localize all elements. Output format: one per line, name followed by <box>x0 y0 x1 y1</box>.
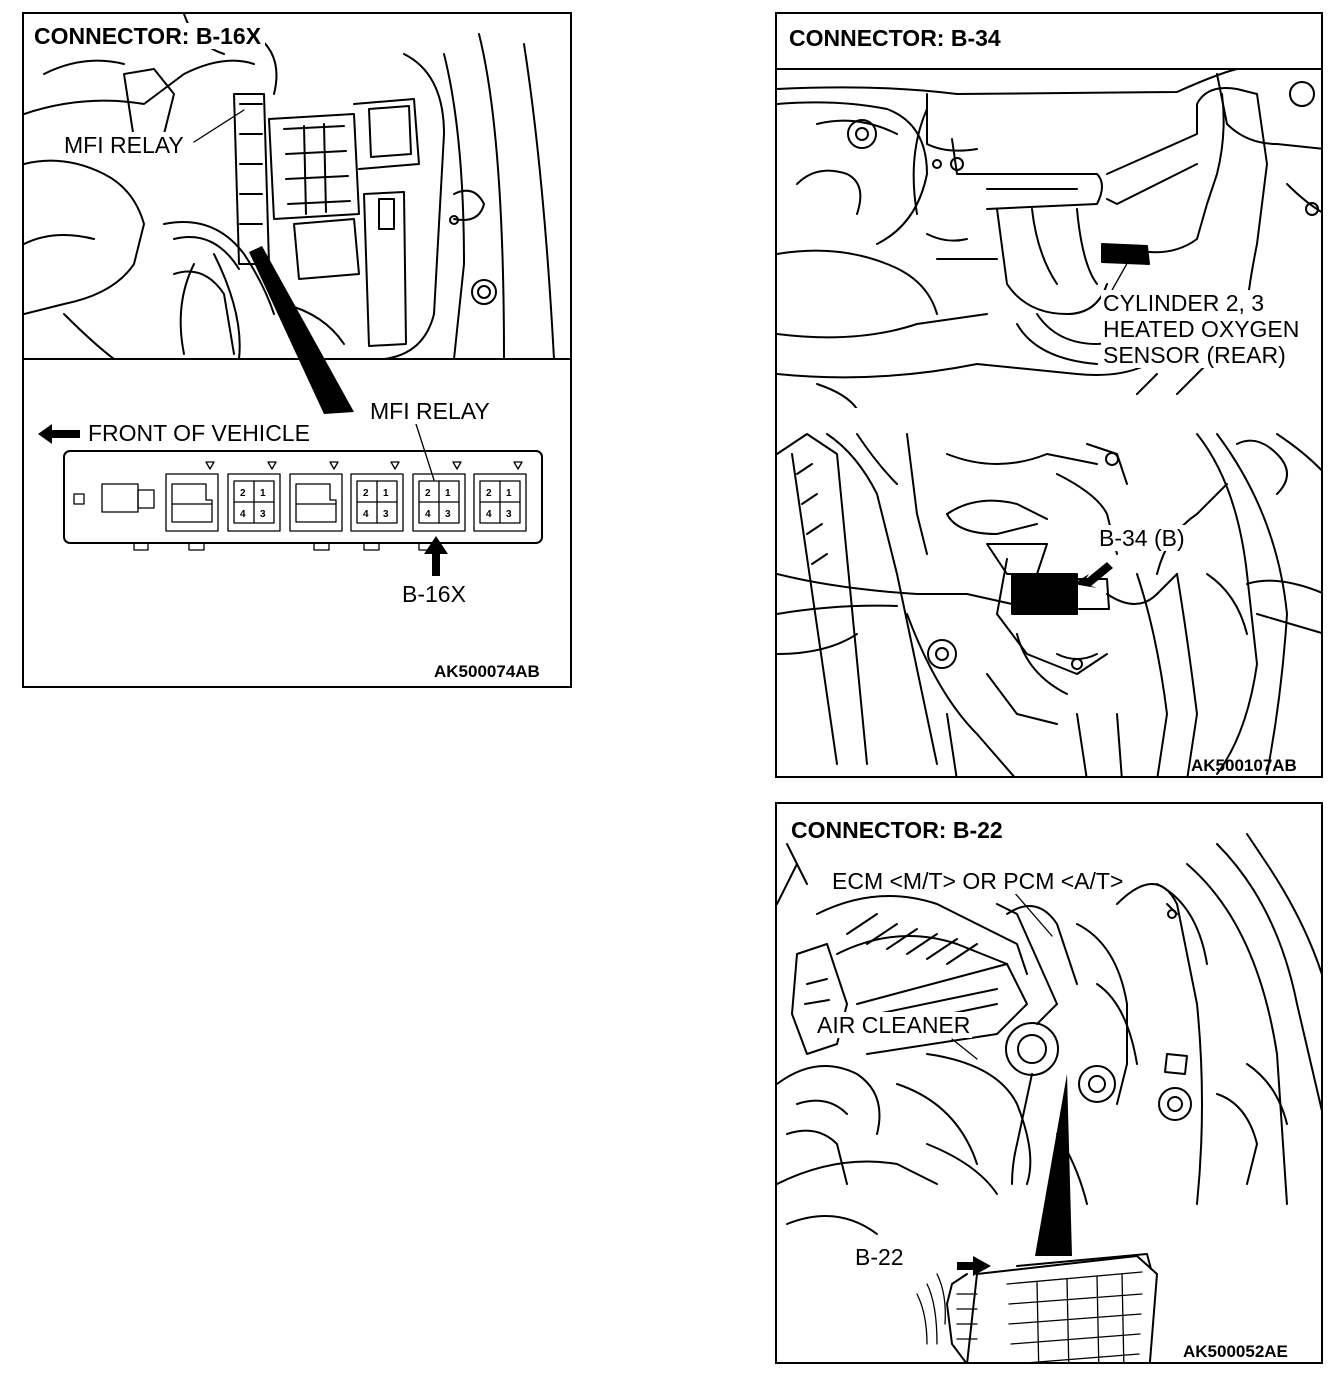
figure-code: AK500074AB <box>434 662 540 681</box>
front-arrow-icon <box>38 424 80 444</box>
label-mfi-relay-bottom: MFI RELAY <box>368 398 492 424</box>
relay-module: 2 1 4 3 <box>473 461 527 532</box>
label-front-of-vehicle: FRONT OF VEHICLE <box>86 420 312 446</box>
pin-number: 4 <box>486 509 492 520</box>
figure-code: AK500052AE <box>1183 1342 1288 1361</box>
relay-marker-icon <box>267 461 277 470</box>
relay-box-tab <box>73 493 85 505</box>
label-mfi-relay-top: MFI RELAY <box>62 132 186 158</box>
relay-marker-icon <box>329 461 339 470</box>
relay-module: 2 1 4 3 <box>350 461 404 532</box>
exhaust-sketch-lower <box>777 433 1321 776</box>
panel-title: CONNECTOR: B-16X <box>30 23 266 49</box>
pin-number: 3 <box>506 509 512 520</box>
label-oxygen-sensor: CYLINDER 2, 3 HEATED OXYGEN SENSOR (REAR… <box>1101 290 1302 368</box>
pin-number: 1 <box>383 488 389 499</box>
figure-code: AK500107AB <box>1191 756 1297 775</box>
relay-marker-icon <box>513 461 523 470</box>
relay-box-outline <box>63 450 543 544</box>
relay-box-feet <box>133 542 435 551</box>
relay-modules: 2 1 4 3 2 1 4 3 2 1 4 3 2 1 4 3 <box>165 461 527 532</box>
pin-number: 3 <box>383 509 389 520</box>
oxygen-sensor-illustration <box>777 68 1321 776</box>
pin-number: 3 <box>260 509 266 520</box>
panel-connector-b22: CONNECTOR: B-22 ECM <M/T> OR PCM <A/T> A… <box>775 802 1323 1364</box>
panel-title: CONNECTOR: B-34 <box>785 25 1005 51</box>
engine-bay-sketch <box>24 14 570 360</box>
pin-number: 1 <box>445 488 451 499</box>
b22-arrow-icon <box>957 1256 991 1276</box>
ecm-pointer-wedge <box>1035 1074 1072 1256</box>
pin-number: 2 <box>240 488 246 499</box>
label-connector-b16x: B-16X <box>400 581 468 607</box>
pin-number: 4 <box>363 509 369 520</box>
label-connector-b22: B-22 <box>853 1244 906 1270</box>
relay-marker-icon <box>390 461 400 470</box>
relay-top-leader <box>193 109 245 143</box>
b34-arrow-icon <box>1073 562 1113 588</box>
panel-title: CONNECTOR: B-22 <box>787 817 1007 843</box>
air-cleaner-leader <box>951 1038 978 1060</box>
relay-bottom-leader <box>415 423 435 481</box>
engine-bay-relay-illustration: 2 1 4 3 2 1 4 3 2 1 4 3 2 1 4 3 <box>24 14 570 576</box>
pin-number: 2 <box>486 488 492 499</box>
pin-number: 3 <box>445 509 451 520</box>
label-connector-b34: B-34 (B) <box>1097 525 1187 551</box>
pin-number: 1 <box>260 488 266 499</box>
relay-module: 2 1 4 3 <box>227 461 281 532</box>
panel-connector-b16x: 2 1 4 3 2 1 4 3 2 1 4 3 2 1 4 3 CONNECTOR: B-16X MFI RE… <box>22 12 572 688</box>
relay-module <box>289 461 343 532</box>
label-air-cleaner: AIR CLEANER <box>815 1012 973 1038</box>
pin-number: 1 <box>506 488 512 499</box>
pin-number: 4 <box>240 509 246 520</box>
pin-number: 2 <box>363 488 369 499</box>
b16x-arrow-icon <box>424 536 448 576</box>
label-ecm-pcm: ECM <M/T> OR PCM <A/T> <box>830 868 1126 894</box>
relay-marker-icon <box>205 461 215 470</box>
relay-module <box>165 461 219 532</box>
relay-box-socket <box>101 483 139 513</box>
pin-number: 4 <box>425 509 431 520</box>
pin-number: 2 <box>425 488 431 499</box>
panel-connector-b34: CONNECTOR: B-34 CYLINDER 2, 3 HEATED OXY… <box>775 12 1323 778</box>
ecm-unit <box>916 1253 1158 1362</box>
relay-module: 2 1 4 3 <box>412 461 466 532</box>
relay-marker-icon <box>452 461 462 470</box>
engine-compartment-sketch <box>777 833 1321 1235</box>
relay-pointer-wedge <box>249 246 354 414</box>
ecm-location-illustration <box>777 833 1321 1362</box>
